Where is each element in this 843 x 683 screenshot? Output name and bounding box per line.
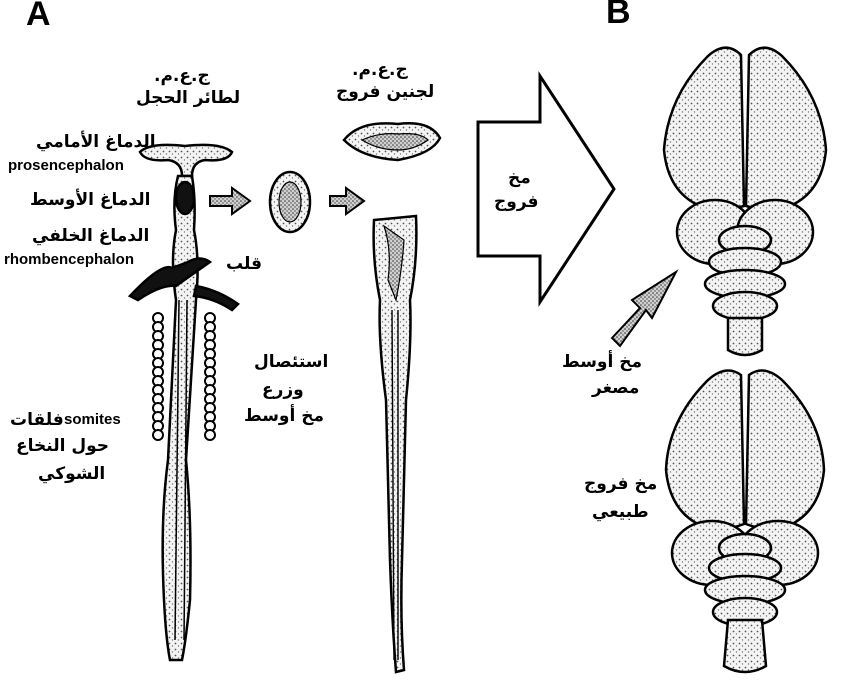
somites-label-ar1: فلقات [10,410,64,430]
chick-section-sub: لجنين فروج [336,82,434,102]
forebrain-label-ar: الدماغ الأمامي [36,132,156,152]
quail-section-label: ج.ع.م. [154,66,210,86]
quail-embryo [130,145,238,660]
chick-brain-small-midbrain [664,48,826,355]
arrow-small-2 [330,188,364,214]
quail-heart-tail [194,286,238,310]
quail-midbrain [176,182,194,214]
midbrain-label-ar: الدماغ الأوسط [30,190,150,210]
excision-label-3: مخ أوسط [244,406,324,426]
panel-b-label: B [606,2,631,22]
big-arrow-label-2: فروج [494,192,539,212]
somites-label-ar3: الشوكي [38,464,105,484]
panel-a-label: A [26,4,51,24]
normal-brain-label-2: طبيعي [592,502,649,522]
quail-neural-tube [163,176,198,660]
excision-label-2: وزرع [262,380,304,400]
small-midbrain-label-2: مصغر [592,378,639,398]
chick-section-label: ج.ع.م. [352,60,408,80]
somite [153,430,163,440]
big-arrow [478,76,614,302]
forebrain-label-latin: prosencephalon [8,156,124,176]
small-midbrain-label-1: مخ أوسط [562,352,642,372]
hindbrain-label-latin: rhombencephalon [4,250,134,270]
big-arrow-label-1: مخ [508,168,531,188]
arrow-small-1 [210,188,250,214]
hindbrain-label-ar: الدماغ الخلفي [32,226,149,246]
quail-section-sub: لطائر الحجل [136,88,240,108]
excision-label-1: استئصال [254,352,328,372]
somites-label-latin: somites [64,410,121,430]
normal-brain-label-1: مخ فروج [584,474,657,494]
somite [205,430,215,440]
somites-label-ar2: حول النخاع [16,436,109,456]
chick-brain-normal [666,371,824,672]
heart-label: قلب [226,254,262,274]
diagonal-arrow [612,272,676,346]
